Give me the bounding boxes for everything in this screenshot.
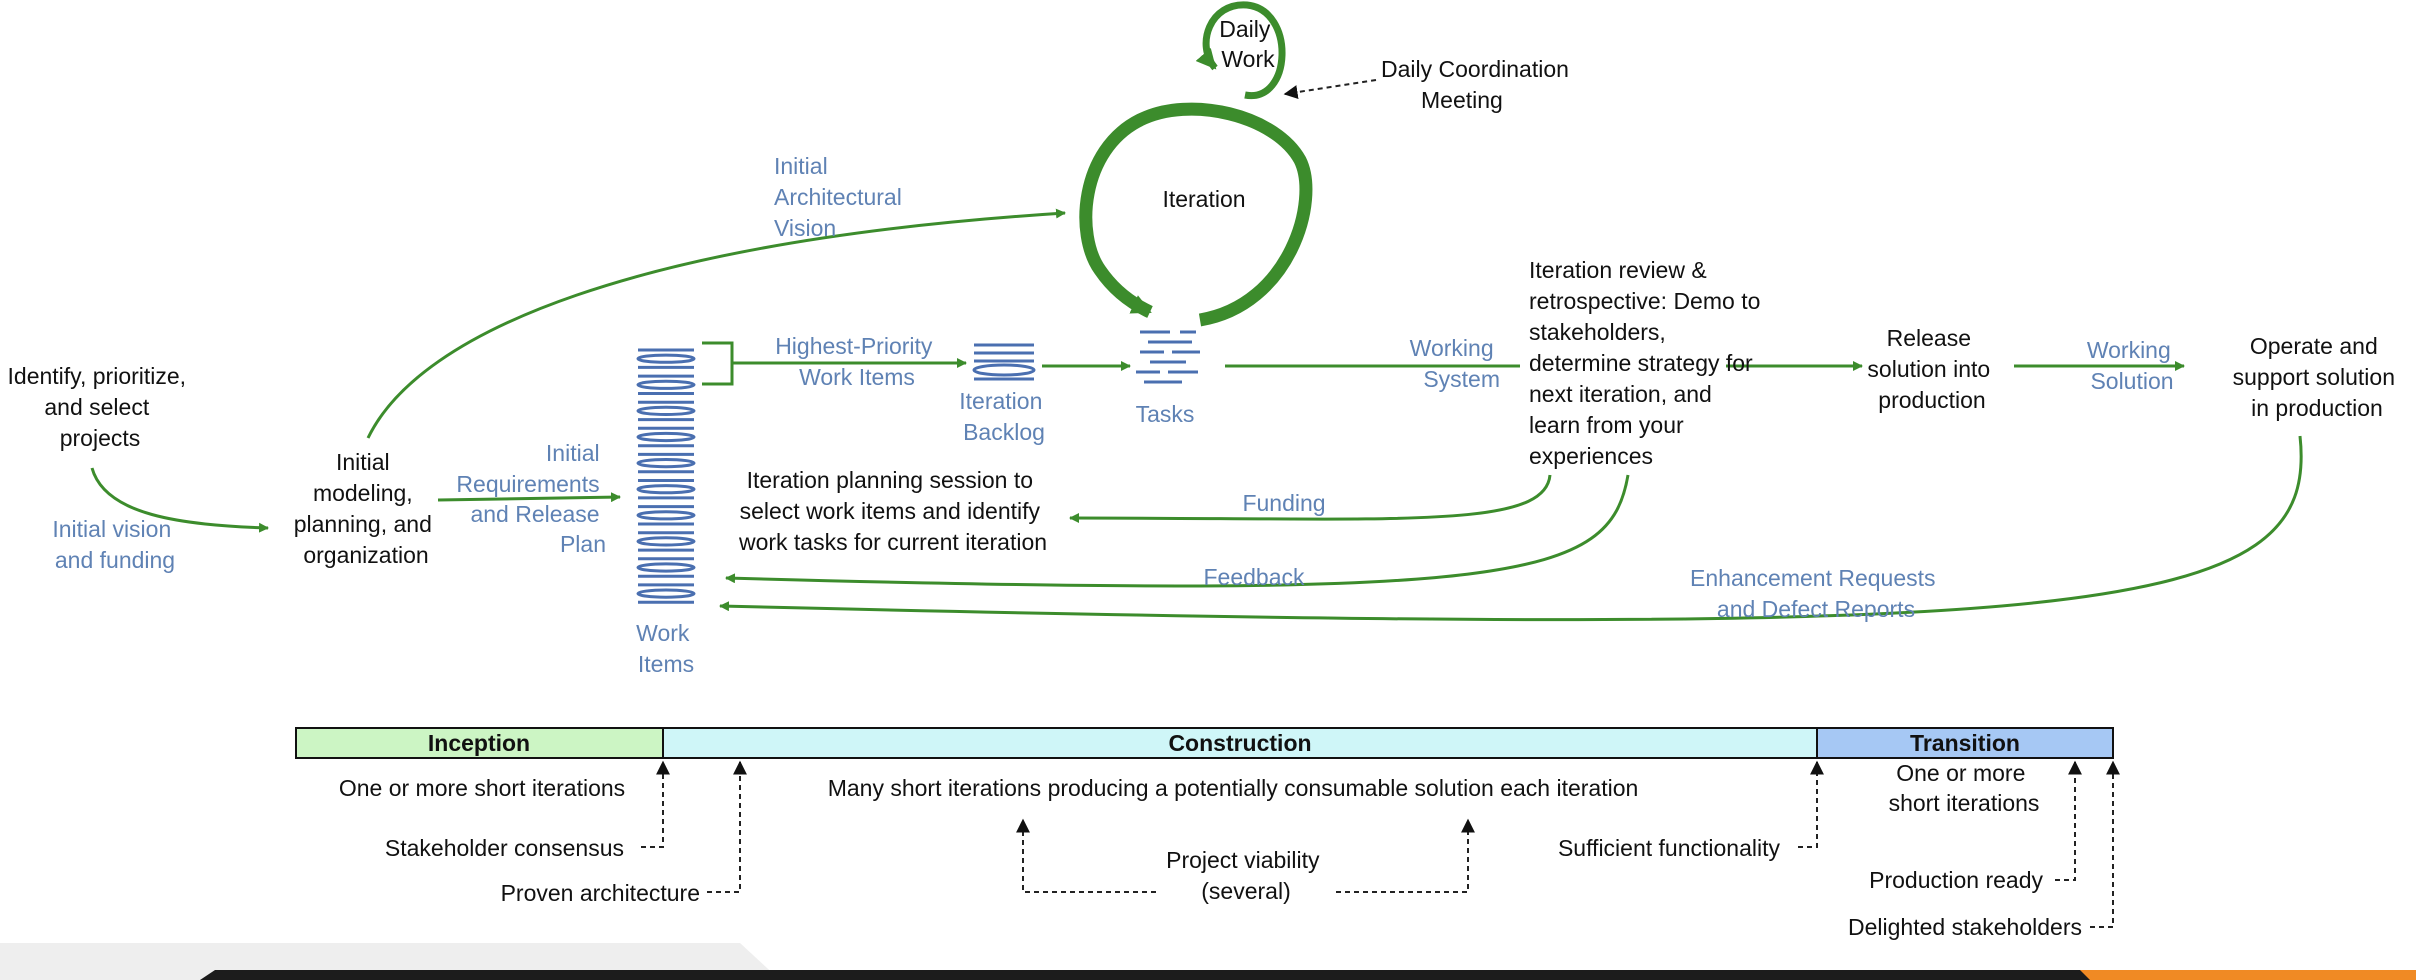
arrow-enhancement — [719, 435, 2303, 622]
iteration-review-label: Iteration review & retrospective: Demo t… — [1529, 257, 1767, 469]
construction-phase-bar — [662, 727, 1818, 759]
work-items-bracket — [702, 341, 734, 386]
daily-work-label: Daily Work — [1219, 16, 1277, 72]
iteration-backlog-label: Iteration Backlog — [959, 388, 1049, 445]
production-ready-arrow — [2055, 760, 2082, 881]
footer-orange-band — [2080, 970, 2416, 980]
iteration-backlog-icon — [972, 343, 1036, 381]
inception-phase-bar — [295, 727, 664, 759]
arrow-modeling-to-work-items — [437, 492, 621, 503]
stakeholder-consensus-label: Stakeholder consensus — [385, 835, 624, 861]
initial-architectural-vision-label: Initial Architectural Vision — [774, 153, 908, 241]
delighted-stakeholders-arrow — [2090, 760, 2120, 928]
construction-phase-label: Construction — [1168, 730, 1311, 756]
working-solution-label: Working Solution — [2087, 337, 2177, 394]
transition-description: One or more short iterations — [1889, 760, 2040, 816]
inception-phase-label: Inception — [428, 730, 530, 756]
arrow-feedback — [725, 474, 1630, 588]
work-item-mark — [636, 405, 696, 416]
production-ready-label: Production ready — [1869, 867, 2043, 893]
daily-coordination-label: Daily Coordination Meeting — [1381, 56, 1575, 113]
work-item-mark — [636, 379, 696, 390]
arrow-daily-coordination — [1283, 79, 1377, 100]
iteration-label: Iteration — [1162, 186, 1245, 212]
work-item-mark — [636, 353, 696, 364]
work-item-mark — [636, 431, 696, 443]
transition-phase-bar — [1816, 727, 2114, 759]
arrow-vision-to-modeling — [90, 467, 269, 533]
sufficient-functionality-label: Sufficient functionality — [1558, 835, 1781, 861]
proven-architecture-arrow — [707, 760, 747, 893]
highest-priority-label: Highest-Priority Work Items — [775, 333, 939, 390]
initial-modeling-label: Initial modeling, planning, and organiza… — [294, 449, 439, 568]
stakeholder-consensus-arrow — [641, 760, 670, 848]
initial-requirements-label: Initial Requirements and Release Plan — [456, 440, 606, 557]
project-viability-right-arrow — [1336, 818, 1475, 893]
work-item-mark — [636, 536, 696, 547]
work-item-mark — [636, 588, 696, 599]
feedback-label: Feedback — [1203, 564, 1305, 590]
tasks-label: Tasks — [1136, 401, 1195, 427]
initial-vision-funding-label: Initial vision and funding — [52, 516, 177, 573]
work-item-mark — [636, 562, 696, 573]
footer-dark-band — [200, 970, 2090, 980]
tasks-icon — [1136, 330, 1200, 384]
project-viability-left-arrow — [1016, 818, 1156, 893]
sufficient-functionality-arrow — [1798, 760, 1824, 848]
work-item-mark — [636, 510, 696, 521]
transition-phase-label: Transition — [1910, 730, 2020, 756]
planning-session-label: Iteration planning session to select wor… — [738, 467, 1047, 555]
arrow-modeling-to-iteration — [366, 208, 1066, 439]
work-item-mark — [636, 484, 696, 495]
proven-architecture-label: Proven architecture — [501, 880, 700, 906]
arrow-funding — [1069, 474, 1552, 524]
work-items-label: Work Items — [636, 620, 696, 677]
working-system-label: Working System — [1410, 335, 1500, 392]
delighted-stakeholders-label: Delighted stakeholders — [1848, 914, 2082, 940]
work-items-stack-icon — [636, 348, 696, 604]
inception-description: One or more short iterations — [339, 775, 625, 801]
project-viability-label: Project viability (several) — [1166, 847, 1326, 904]
identify-projects-label: Identify, prioritize, and select project… — [8, 363, 193, 451]
release-solution-label: Release solution into production — [1867, 325, 1996, 413]
work-item-mark — [636, 458, 696, 469]
enhancement-requests-label: Enhancement Requests and Defect Reports — [1690, 565, 1942, 622]
construction-description: Many short iterations producing a potent… — [828, 775, 1639, 801]
daily-work-loop — [1195, 1, 1286, 99]
funding-label: Funding — [1242, 490, 1325, 516]
operate-support-label: Operate and support solution in producti… — [2233, 333, 2402, 421]
iteration-cycle-arrow — [1079, 102, 1313, 327]
